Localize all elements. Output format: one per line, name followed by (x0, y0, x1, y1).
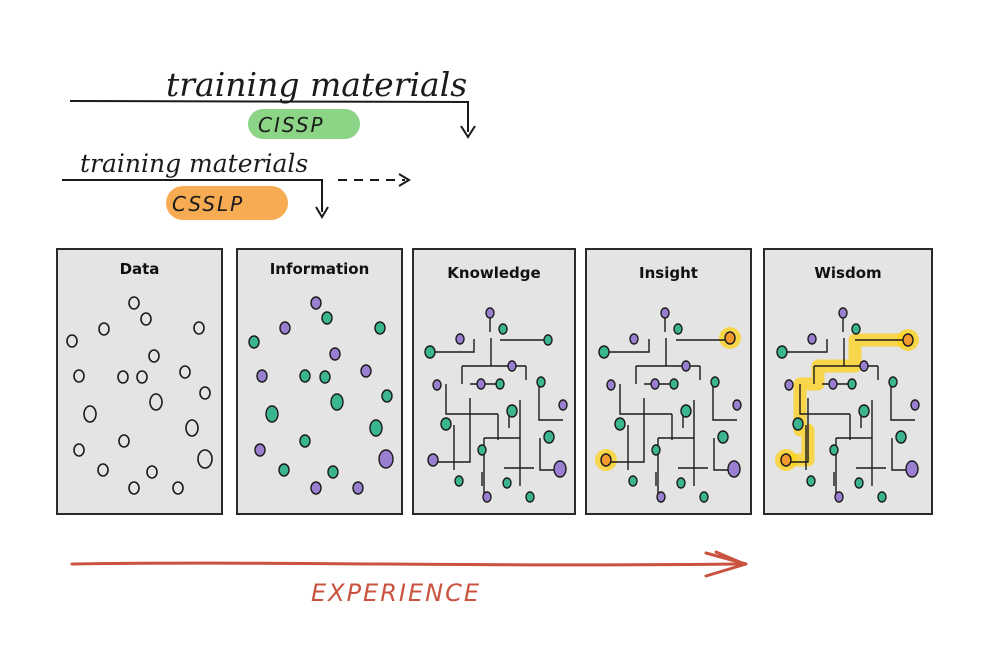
panel-title: Wisdom (814, 264, 881, 282)
knowledge-network (424, 307, 568, 503)
panel-data: Data (56, 248, 223, 515)
panel-title: Insight (639, 264, 698, 282)
panel-title: Data (120, 260, 160, 278)
header-line-1 (69, 100, 469, 132)
experience-arrow-line (70, 561, 742, 567)
panel-title: Knowledge (447, 264, 540, 282)
experience-axis: EXPERIENCE (70, 550, 748, 607)
insight-network (595, 307, 742, 503)
csslp-label: CSSLP (172, 192, 244, 216)
header-line-2 (62, 179, 323, 212)
cissp-label: CISSP (258, 113, 325, 137)
cissp-highlight (248, 109, 360, 139)
arrow-head-icon (704, 550, 748, 578)
information-nodes (248, 296, 394, 495)
header-row-cissp: training materials CISSP (69, 65, 476, 139)
right-arrow-icon (398, 173, 411, 187)
down-arrow-icon (315, 206, 329, 219)
csslp-highlight (166, 186, 288, 220)
panel-frame (56, 248, 223, 515)
panel-insight: Insight (585, 248, 752, 515)
panel-title: Information (270, 260, 370, 278)
panel-wisdom: Wisdom (763, 248, 933, 515)
training-materials-label-1: training materials (166, 65, 467, 104)
experience-label: EXPERIENCE (311, 579, 481, 607)
training-materials-label-2: training materials (80, 149, 308, 178)
panel-information: Information (236, 248, 403, 515)
down-arrow-icon (460, 125, 476, 139)
header-row-csslp: training materials CSSLP (62, 149, 411, 220)
panel-knowledge: Knowledge (412, 248, 576, 515)
wisdom-network (775, 307, 920, 503)
data-nodes (66, 296, 213, 495)
